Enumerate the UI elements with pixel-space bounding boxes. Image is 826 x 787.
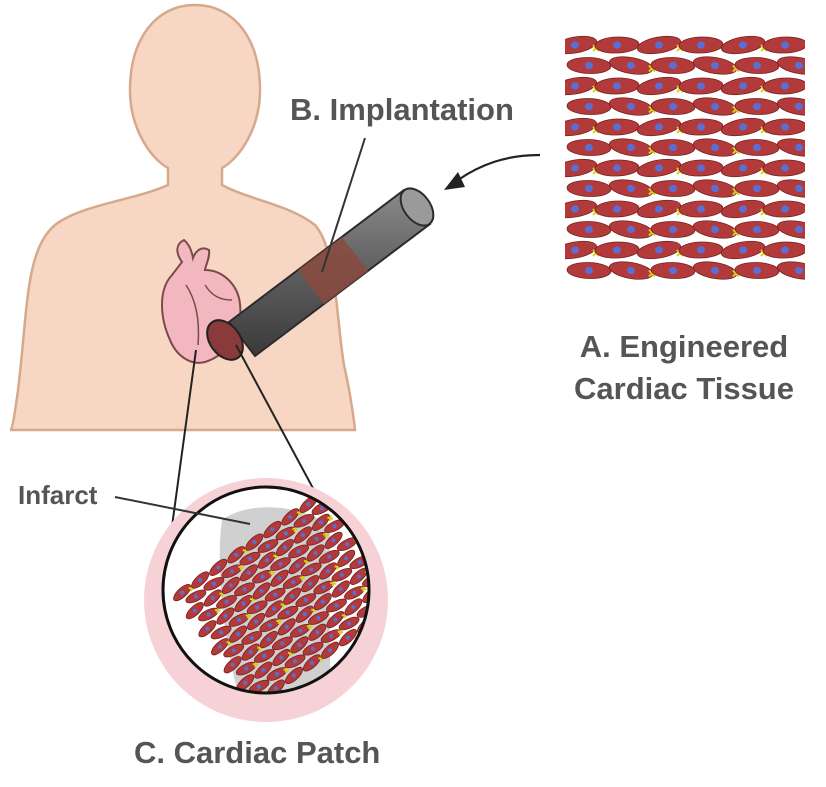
cardiac-patch-label: C. Cardiac Patch bbox=[134, 735, 380, 771]
cell-junction bbox=[817, 66, 823, 72]
cell-junction bbox=[817, 189, 823, 195]
arrowhead-icon bbox=[444, 172, 465, 190]
implantation-label: B. Implantation bbox=[290, 92, 514, 128]
cell-junction bbox=[817, 271, 823, 277]
cell-junction bbox=[817, 148, 823, 154]
infarct-label: Infarct bbox=[18, 480, 97, 511]
engineered-tissue-label-line1: A. Engineered bbox=[574, 326, 794, 368]
cell-junction bbox=[817, 230, 823, 236]
cell-junction bbox=[817, 107, 823, 113]
human-body-silhouette bbox=[10, 5, 355, 430]
engineered-tissue-label: A. Engineered Cardiac Tissue bbox=[574, 326, 794, 410]
patch-junction bbox=[392, 591, 398, 597]
engineered-tissue-label-line2: Cardiac Tissue bbox=[574, 368, 794, 410]
engineered-tissue-block bbox=[552, 33, 823, 285]
curved-arrow bbox=[458, 155, 540, 180]
